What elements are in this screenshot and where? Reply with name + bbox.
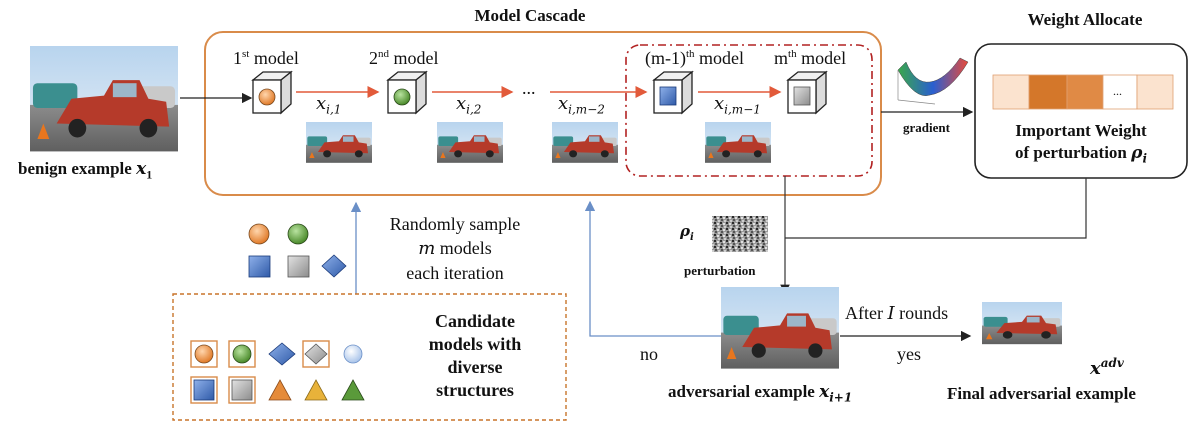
candidate-models-box — [172, 293, 567, 421]
yes-label: yes — [897, 344, 921, 364]
no-label: no — [640, 344, 658, 364]
intermediate-image-2 — [437, 122, 503, 163]
final-adversarial-image — [982, 302, 1062, 345]
important-weight-label: Important Weight of perturbation ρi — [1014, 121, 1148, 166]
model2-cube-icon — [386, 70, 428, 115]
x-im1-label: xi,m−1 — [714, 93, 761, 117]
intermediate-image-1 — [306, 122, 372, 163]
adversarial-example-image — [721, 287, 839, 369]
sampled-models-icons — [248, 223, 347, 278]
x-adv-label: xadv — [1090, 356, 1124, 379]
after-rounds-label: After I rounds — [845, 303, 949, 324]
x-im2-label: xi,m−2 — [558, 93, 605, 117]
adversarial-example-label: adversarial example xi+1 — [668, 382, 853, 405]
random-sample-text: Randomly sample m models each iteration — [389, 214, 521, 283]
weight-ellipsis: ... — [1113, 84, 1122, 98]
model-cascade-box — [204, 31, 882, 196]
gradient-label: gradient — [903, 120, 950, 135]
perturbation-noise-image — [712, 216, 768, 252]
benign-example-label: benign example x1 — [18, 159, 153, 182]
final-adversarial-label: Final adversarial example — [947, 384, 1136, 403]
model-m-cube-icon — [786, 70, 828, 115]
weight-allocate-title: Weight Allocate — [1027, 10, 1143, 29]
model1-label: 1st model — [233, 48, 299, 68]
last-models-box — [625, 44, 873, 177]
model-cascade-title: Model Cascade — [474, 6, 586, 25]
ellipsis-label: ... — [522, 78, 536, 98]
intermediate-image-m1 — [705, 122, 771, 163]
model2-label: 2nd model — [369, 48, 439, 68]
line-weight-to-perturbation — [785, 178, 1087, 239]
x-i1-label: xi,1 — [316, 93, 342, 117]
gradient-surface-icon — [897, 57, 969, 105]
x-i2-label: xi,2 — [456, 93, 482, 117]
candidate-models-text: Candidate models with diverse structures — [428, 311, 522, 400]
intermediate-image-m2 — [552, 122, 618, 163]
weight-bar — [992, 74, 1174, 110]
model1-cube-icon — [251, 70, 293, 115]
model-m-label: mth model — [774, 48, 847, 68]
candidate-models-icons — [190, 340, 365, 404]
perturbation-rho-label: ρi — [680, 222, 694, 243]
model-m1-label: (m-1)th model — [645, 48, 745, 68]
model-m1-cube-icon — [652, 70, 694, 115]
arrow-no-feedback — [584, 200, 721, 337]
benign-example-image — [30, 46, 178, 152]
perturbation-label: perturbation — [684, 263, 756, 278]
